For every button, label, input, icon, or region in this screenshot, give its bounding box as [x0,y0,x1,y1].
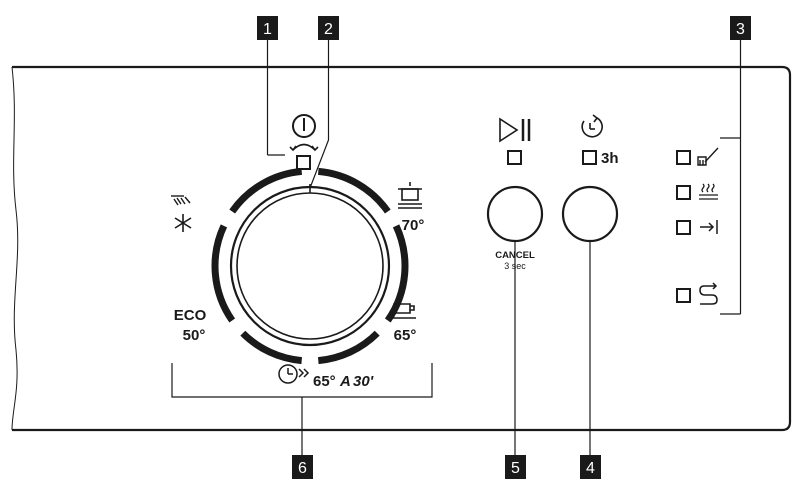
callout-6: 6 [298,460,307,477]
cancel-label: CANCEL [495,250,535,261]
glass-cup-icon [390,303,416,319]
extra-cycle-icon [699,282,718,305]
quick-clock-icon [278,364,310,384]
delay-timer-icon [581,114,603,138]
callout-3-box [730,16,751,40]
program-selector-ring [211,167,409,365]
quick-time-label: 30' [353,373,374,390]
delay-hours-label: 3h [601,150,619,167]
callout-1: 1 [263,21,272,38]
salt-brush-icon [697,147,719,166]
intensive-temp-label: 70° [402,217,425,234]
callout-4-box [580,455,601,479]
callout-6-box [292,455,313,479]
callout-6-bracket [171,363,433,398]
cancel-duration-label: 3 sec [504,261,526,271]
callout-5-box [505,455,526,479]
power-icon [292,114,316,138]
eco-program-label: ECO [174,307,207,324]
program-ring-segment [384,224,409,323]
program-ring-segment [240,330,303,365]
callout-1-box [257,16,278,40]
delay-start-button[interactable] [561,185,619,243]
program-selector-knob-inner [236,192,384,340]
rinse-aid-heat-icon [699,183,718,200]
quick-a-label: A [339,373,351,390]
program-ring-segment [317,167,391,214]
intensive-pot-icon [398,182,422,209]
callout-3: 3 [736,21,745,38]
delay-indicator-light [582,150,597,165]
snowflake-icon [174,214,192,232]
rinse-aid-indicator-light [676,185,691,200]
play-pause-icon [499,117,531,143]
program-indicator-light [296,155,311,170]
callout-2-leader [309,40,330,189]
quick-temp-label: 65° [313,373,336,390]
program-selector-knob-outer[interactable] [229,185,391,347]
rinse-shower-icon [171,195,191,206]
callout-2-box [318,16,339,40]
program-ring-segment [229,167,303,214]
program-ring-segment [211,224,236,323]
program-ring-segment [317,330,380,365]
panel-left-break [11,66,19,431]
end-indicator-light [676,220,691,235]
extra-indicator-light [676,288,691,303]
eco-temp-label: 50° [183,327,206,344]
end-arrow-icon [700,220,718,234]
glass-temp-label: 65° [394,327,417,344]
panel-outline [12,65,792,432]
start-indicator-light [507,150,522,165]
start-pause-button[interactable] [486,185,544,243]
rotate-arrows-icon [289,143,319,152]
callout-4: 4 [586,460,595,477]
salt-indicator-light [676,150,691,165]
callout-2: 2 [324,21,333,38]
callout-5: 5 [511,460,520,477]
